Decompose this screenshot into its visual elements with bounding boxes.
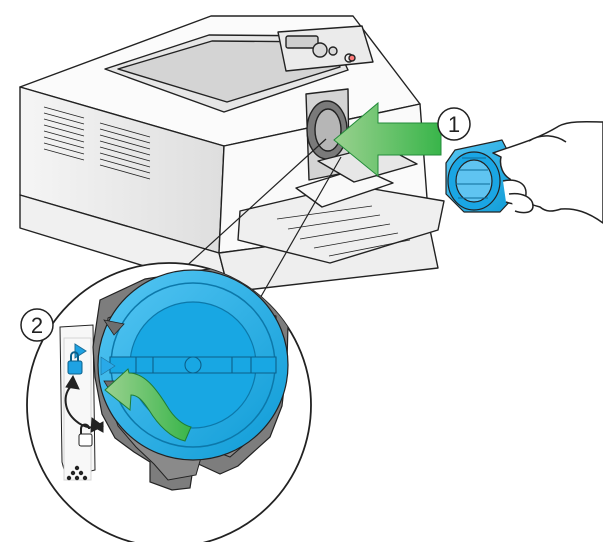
zoom-cartridge-center-cap xyxy=(184,356,202,374)
control-button-two xyxy=(328,46,338,56)
step-two-badge xyxy=(20,308,54,342)
hand-finger-two xyxy=(508,192,534,214)
insert-arrow-icon xyxy=(333,101,442,178)
display-window xyxy=(285,35,319,49)
left-legend xyxy=(63,337,104,481)
rotate-direction-head-two xyxy=(65,374,80,390)
control-button xyxy=(312,42,328,58)
zoom-pointer xyxy=(180,138,342,301)
zoom-cartridge xyxy=(97,269,289,461)
unlock-icon-body xyxy=(78,433,93,447)
cartridge-ribs xyxy=(456,157,490,199)
step-one-badge xyxy=(437,107,471,141)
rotate-arrow-icon xyxy=(104,368,192,442)
hand xyxy=(492,120,603,224)
toner-cartridge-held xyxy=(445,139,516,213)
toner-dot-1 xyxy=(74,465,80,471)
power-button xyxy=(348,54,356,62)
hand-thumb xyxy=(528,135,567,143)
lock-icon-body xyxy=(67,360,83,375)
alignment-marker-icon xyxy=(100,356,116,376)
vent-left xyxy=(43,106,85,161)
lock-icon xyxy=(70,351,79,361)
zoom-detail: 2 xyxy=(20,262,312,547)
toner-dot-4 xyxy=(66,475,72,481)
tray-lines xyxy=(276,205,411,257)
toner-dot-2 xyxy=(70,470,76,476)
toner-dot-3 xyxy=(78,470,84,476)
unlock-icon xyxy=(80,423,90,434)
cartridge-insert-arrow xyxy=(333,101,442,178)
step-one-callout: 1 xyxy=(437,107,471,141)
cartridge-ring xyxy=(455,159,493,203)
zoom-cartridge-segments xyxy=(135,357,252,373)
step-two-number: 2 xyxy=(31,313,43,338)
vent-right xyxy=(99,122,151,180)
small-marker-icon xyxy=(92,421,104,433)
step-two-callout: 2 xyxy=(20,308,54,342)
step-one-number: 1 xyxy=(448,112,460,137)
toner-dot-6 xyxy=(82,475,88,481)
toner-dot-5 xyxy=(74,475,80,481)
